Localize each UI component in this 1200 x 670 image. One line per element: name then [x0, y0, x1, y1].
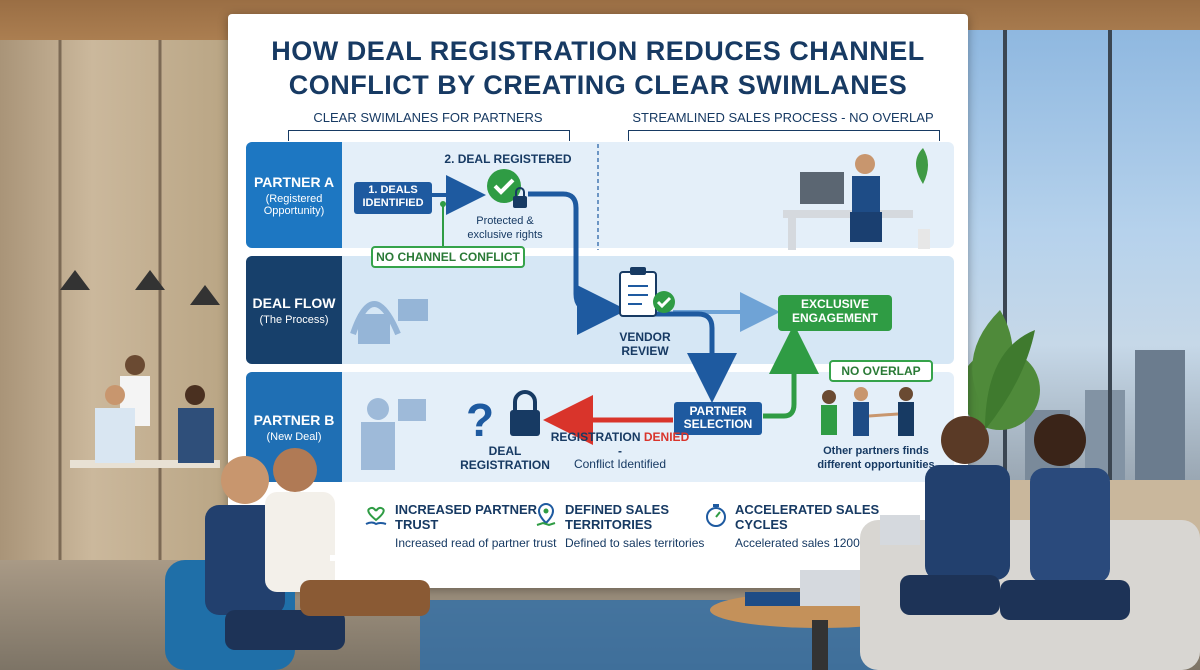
map-pin-icon: [536, 502, 556, 527]
board-title: HOW DEAL REGISTRATION REDUCES CHANNEL CO…: [228, 34, 968, 102]
infographic-board: HOW DEAL REGISTRATION REDUCES CHANNEL CO…: [228, 14, 968, 588]
node-deal-registration: DEAL REGISTRATION: [460, 444, 550, 472]
benefit-sales-cycles: ACCELERATED SALES CYCLES Accelerated sal…: [703, 502, 903, 550]
stopwatch-icon: [706, 504, 726, 527]
partner-b-title: PARTNER B: [253, 411, 335, 428]
header-right: STREAMLINED SALES PROCESS - NO OVERLAP: [632, 110, 934, 125]
right-window-city: [960, 30, 1200, 480]
title-line-1: HOW DEAL REGISTRATION REDUCES CHANNEL: [271, 36, 925, 66]
benefit-1-desc: Increased read of partner trust: [395, 536, 557, 550]
node-exclusive-engagement: EXCLUSIVE ENGAGEMENT: [778, 295, 892, 331]
denied-word: DENIED: [643, 430, 690, 444]
question-lock-icon: ?: [466, 390, 540, 446]
benefit-2-desc: Defined to sales territories: [565, 536, 705, 550]
deal-flow-title: DEAL FLOW: [252, 294, 336, 311]
benefit-1-title: INCREASED PARTNER TRUST: [395, 502, 538, 532]
handshake-illustration: [821, 387, 914, 436]
node-registration-denied: REGISTRATION DENIED -: [550, 430, 690, 458]
seated-woman-left: [265, 448, 430, 616]
node-other-partners: Other partners finds different opportuni…: [817, 445, 935, 471]
header-right-bracket: [628, 130, 940, 141]
lane-label-partner-a: PARTNER A (Registered Opportunity): [246, 142, 342, 248]
check-lock-icon: [487, 169, 527, 208]
clipboard-check-icon: [619, 267, 675, 317]
seated-man-right: [880, 416, 1010, 615]
header-left-bracket: [288, 130, 570, 141]
seated-woman-right: [1000, 414, 1130, 620]
plant-right: [972, 310, 1035, 430]
benefit-2-title: DEFINED SALES TERRITORIES: [565, 502, 670, 532]
benefit-3-desc: Accelerated sales 1200 by 675: [735, 536, 900, 550]
svg-text:?: ?: [466, 394, 494, 446]
partner-b-faded-illustration: [361, 398, 426, 470]
registration-prefix: REGISTRATION: [550, 430, 644, 444]
left-office-illustration: [58, 40, 220, 580]
arrow-review-to-selection: [648, 311, 737, 403]
partner-a-desk-illustration: [783, 148, 930, 250]
lane-label-deal-flow: DEAL FLOW (The Process): [246, 256, 342, 364]
registration-suffix: -: [618, 444, 622, 458]
header-left: CLEAR SWIMLANES FOR PARTNERS: [313, 110, 543, 125]
deal-flow-subtitle: (The Process): [259, 313, 329, 326]
flow-arrows: ?: [350, 144, 930, 470]
benefit-sales-territories: DEFINED SALES TERRITORIES Defined to sal…: [533, 502, 733, 550]
partner-a-title: PARTNER A: [253, 173, 335, 190]
benefit-partner-trust: INCREASED PARTNER TRUST Increased read o…: [363, 502, 563, 550]
partner-a-subtitle: (Registered Opportunity): [263, 192, 325, 217]
left-glass-office: [0, 40, 230, 600]
node-vendor-review: VENDOR REVIEW: [619, 330, 671, 358]
arrow-registered-to-review: [528, 191, 627, 335]
node-deal-registered: 2. DEAL REGISTERED: [444, 152, 572, 166]
heart-hand-icon: [365, 506, 387, 526]
partner-b-subtitle: (New Deal): [266, 430, 322, 443]
node-deals-identified: 1. DEALS IDENTIFIED: [354, 182, 432, 214]
title-line-2: CONFLICT BY CREATING CLEAR SWIMLANES: [288, 70, 908, 100]
node-protected: Protected & exclusive rights: [467, 215, 543, 241]
deal-flow-faded-illustration: [350, 299, 428, 344]
node-no-overlap: NO OVERLAP: [829, 360, 933, 382]
benefits-row: INCREASED PARTNER TRUST Increased read o…: [228, 492, 968, 588]
arrow-selection-to-engagement: [763, 324, 819, 419]
node-partner-selection: PARTNER SELECTION: [674, 402, 762, 435]
benefit-3-title: ACCELERATED SALES CYCLES: [735, 502, 880, 532]
node-no-channel-conflict: NO CHANNEL CONFLICT: [371, 246, 525, 268]
node-conflict-identified: Conflict Identified: [573, 457, 667, 471]
